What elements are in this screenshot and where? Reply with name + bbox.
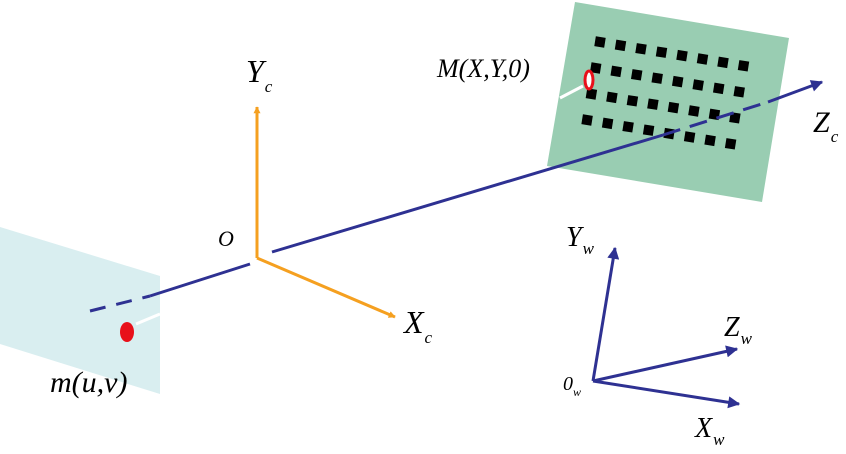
board-square: [733, 86, 745, 98]
board-square: [651, 72, 663, 84]
world-x-label: Xw: [694, 413, 725, 449]
board-square: [729, 112, 741, 124]
world-z-label: Zw: [724, 312, 753, 348]
board-square: [647, 98, 659, 110]
board-square: [737, 60, 750, 72]
board-square: [696, 53, 709, 65]
board-square: [704, 134, 716, 147]
board-square: [692, 79, 704, 91]
world-origin-label: 0w: [563, 373, 581, 399]
board-square: [601, 117, 614, 130]
optical-axis-dashed-front: [662, 100, 769, 137]
board-square: [606, 91, 618, 104]
image-point-label: m(u,v): [50, 366, 127, 399]
image-point: [120, 322, 134, 342]
board-square: [676, 49, 688, 62]
world-point: [583, 69, 595, 91]
optical-axis-arrow: [767, 80, 824, 104]
board-square: [717, 56, 729, 69]
optical-axis-dashed-back: [89, 294, 151, 313]
board-squares: [581, 36, 750, 150]
camera-y-label: Yc: [246, 53, 273, 96]
board-square: [594, 36, 606, 48]
board-square: [671, 75, 684, 88]
calibration-board: [547, 2, 789, 202]
board-square: [585, 88, 598, 100]
optical-axis-solid-right: [271, 133, 664, 254]
board-square: [667, 101, 680, 114]
board-square: [626, 95, 639, 107]
optical-axis-solid-left: [149, 262, 251, 298]
origin-label: O: [218, 226, 234, 251]
camera-x-label: Xc: [402, 304, 433, 347]
world-point-label: M(X,Y,0): [436, 54, 530, 83]
image-plane: [0, 227, 160, 394]
board-square: [635, 43, 647, 55]
board-square: [712, 82, 725, 95]
world-y-label: Yw: [566, 222, 595, 258]
camera-z-label: Zc: [813, 106, 839, 146]
board-square: [688, 105, 700, 117]
board-square: [610, 65, 622, 78]
board-square: [589, 62, 602, 74]
image-point-leader: [135, 312, 161, 326]
board-square: [655, 46, 668, 58]
camera-x-axis: [256, 256, 396, 319]
board-square: [622, 121, 634, 133]
board-square: [642, 124, 655, 136]
board-square: [724, 138, 737, 150]
board-square: [630, 69, 643, 81]
board-square: [614, 39, 627, 52]
world-x-axis: [592, 379, 741, 409]
board-square: [581, 114, 593, 126]
board-square: [683, 131, 696, 143]
world-point-leader: [559, 84, 584, 100]
world-y-axis: [591, 246, 620, 382]
world-z-axis: [592, 345, 739, 383]
